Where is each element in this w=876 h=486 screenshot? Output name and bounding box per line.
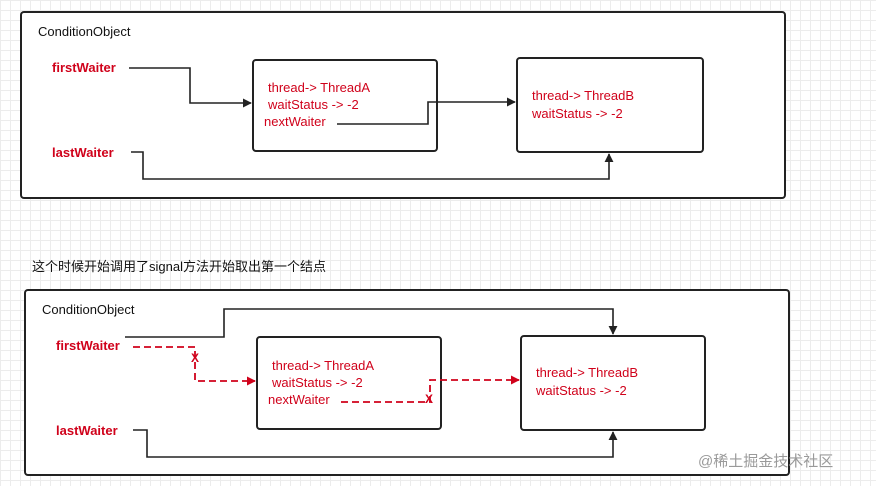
bottom-last-waiter-arrow — [133, 429, 618, 458]
bottom-last-waiter-label: lastWaiter — [56, 423, 118, 438]
top-node-a-thread: thread-> ThreadA — [268, 80, 371, 95]
top-condition-object-title: ConditionObject — [38, 24, 131, 39]
bottom-old-next-link-arrow — [341, 375, 520, 403]
top-next-waiter-arrow — [337, 97, 516, 125]
bottom-node-b-wait-status: waitStatus -> -2 — [536, 383, 627, 398]
top-first-waiter-arrow — [129, 67, 252, 108]
bottom-node-a-wait-status: waitStatus -> -2 — [272, 375, 363, 390]
top-node-b-wait-status: waitStatus -> -2 — [532, 106, 623, 121]
top-node-b-thread: thread-> ThreadB — [532, 88, 635, 103]
bottom-condition-object-title: ConditionObject — [42, 302, 135, 317]
top-node-thread-a — [252, 59, 438, 152]
top-node-a-wait-status: waitStatus -> -2 — [268, 97, 359, 112]
bottom-node-thread-b — [520, 335, 706, 431]
bottom-node-thread-a — [256, 336, 442, 430]
bottom-node-b-thread: thread-> ThreadB — [536, 365, 639, 380]
top-first-waiter-label: firstWaiter — [52, 60, 116, 75]
top-node-thread-b — [516, 57, 704, 153]
signal-caption: 这个时候开始调用了signal方法开始取出第一个结点 — [32, 259, 326, 274]
bottom-node-a-thread: thread-> ThreadA — [272, 358, 375, 373]
bottom-first-waiter-arrow — [125, 308, 618, 338]
site-watermark: @稀土掘金技术社区 — [698, 453, 834, 470]
bottom-old-first-link-arrow — [133, 346, 256, 386]
top-last-waiter-label: lastWaiter — [52, 145, 114, 160]
bottom-node-a-next-waiter: nextWaiter — [268, 392, 330, 407]
top-last-waiter-arrow — [131, 151, 614, 180]
top-node-a-next-waiter: nextWaiter — [264, 114, 326, 129]
next-link-cut-mark: X — [425, 392, 434, 406]
bottom-first-waiter-label: firstWaiter — [56, 338, 120, 353]
